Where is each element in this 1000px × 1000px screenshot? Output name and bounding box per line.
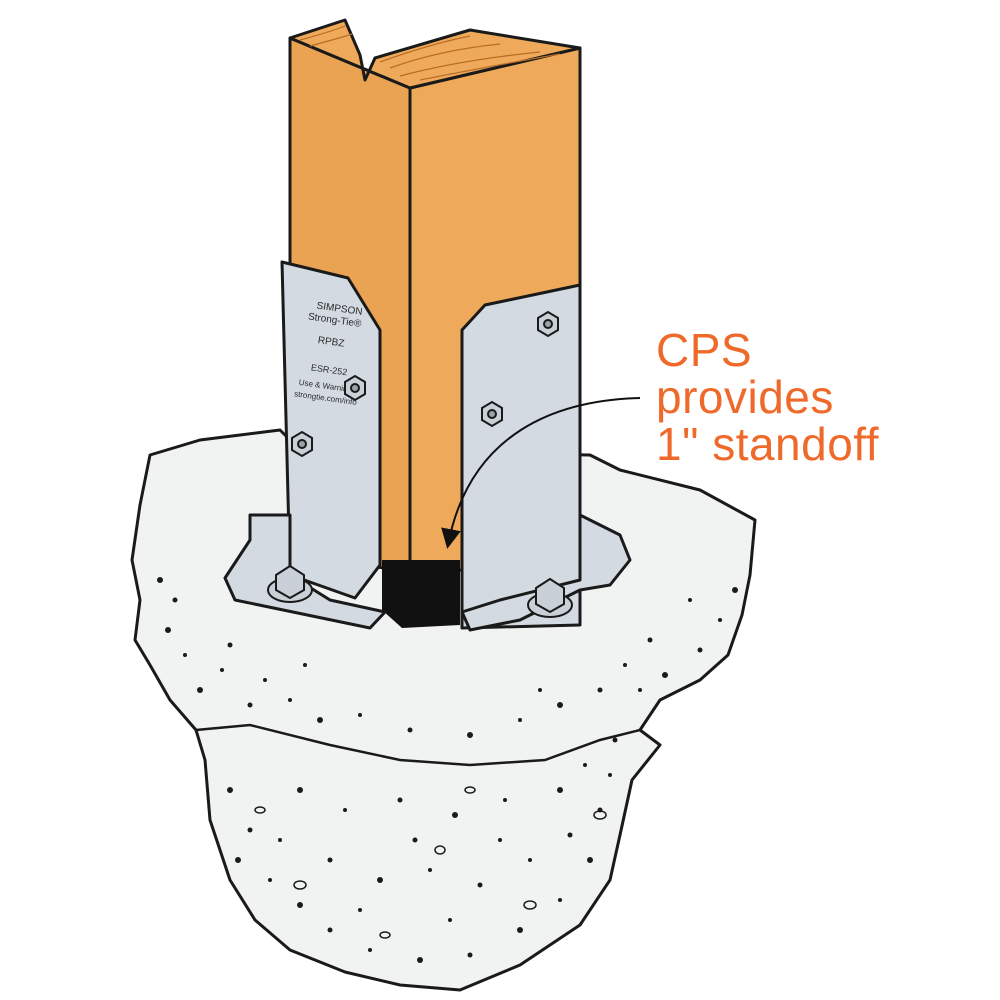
screw-head-icon — [481, 400, 503, 428]
bracket-right — [460, 283, 632, 632]
concrete-aggregate — [157, 577, 738, 963]
screw-head-icon — [291, 430, 313, 458]
fasteners — [267, 310, 573, 618]
concrete-pebbles — [254, 786, 607, 939]
anchor-bolt-icon — [267, 564, 313, 603]
screw-head-icon — [537, 310, 559, 338]
bracket-left: SIMPSON Strong-Tie® RPBZ ESR-252 Use & W… — [223, 260, 387, 630]
svg-text:RPBZ: RPBZ — [317, 335, 345, 350]
callout-line-2: provides — [656, 371, 834, 423]
callout-arrow — [441, 397, 641, 549]
callout-line-1: CPS — [656, 324, 753, 376]
cps-standoff — [382, 560, 460, 628]
anchor-bolt-icon — [527, 577, 573, 618]
screw-head-icon — [344, 374, 366, 402]
callout-line-3: 1" standoff — [656, 418, 880, 470]
